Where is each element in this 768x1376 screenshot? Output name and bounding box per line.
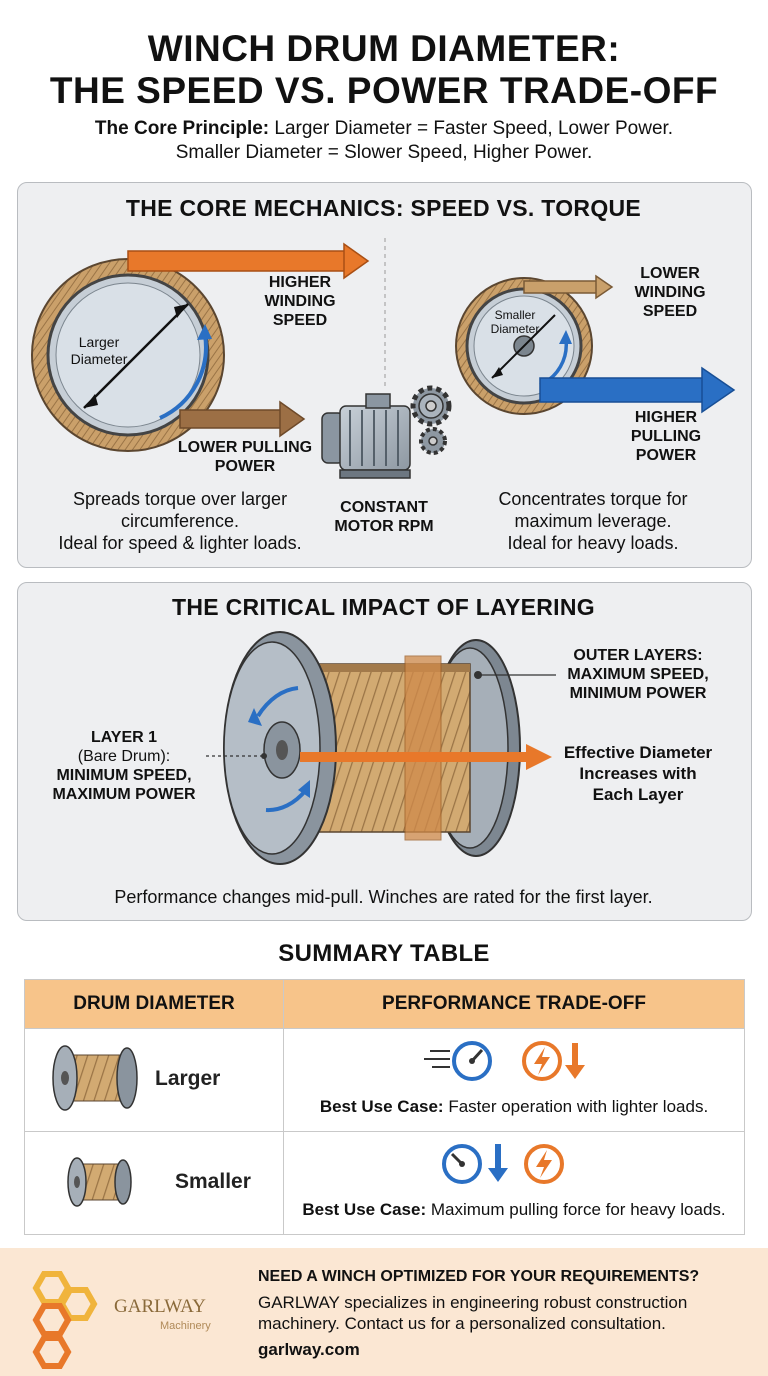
core-principle-label: The Core Principle: — [94, 118, 270, 139]
row-larger-tradeoff: Best Use Case: Faster operation with lig… — [283, 1028, 745, 1132]
large-desc-line2: circumference. — [120, 511, 240, 531]
core-principle-line1: The Core Principle: Larger Diameter = Fa… — [0, 117, 768, 141]
large-drum — [31, 258, 225, 452]
larger-use-text: Faster operation with lighter loads. — [443, 1097, 709, 1116]
table-row: Larger — [24, 1028, 745, 1132]
speedometer-icon — [452, 1041, 492, 1081]
layer1-line4: MAXIMUM POWER — [52, 786, 196, 803]
arrow-down-icon — [565, 1043, 585, 1079]
logo-name: GARLWAY — [114, 1296, 206, 1317]
outer-layers-label: OUTER LAYERS: MAXIMUM SPEED, MINIMUM POW… — [552, 646, 724, 703]
spool-drum — [223, 631, 521, 865]
gear-icon — [410, 385, 452, 455]
larger-label: Larger — [155, 1067, 221, 1090]
lower-winding-speed-label: LOWER WINDING SPEED — [634, 265, 706, 320]
small-desc-line1: Concentrates torque for — [498, 489, 688, 509]
footer-body-line1: GARLWAY specializes in engineering robus… — [258, 1293, 688, 1312]
large-drum-description: Spreads torque over larger circumference… — [30, 488, 330, 554]
row-smaller-tradeoff: Best Use Case: Maximum pulling force for… — [283, 1131, 745, 1235]
effective-line2: Increases with — [579, 764, 697, 783]
layering-title: THE CRITICAL IMPACT OF LAYERING — [172, 594, 595, 620]
larger-use-case: Best Use Case: Faster operation with lig… — [284, 1097, 744, 1117]
larger-diameter-label: Larger Diameter — [70, 334, 128, 367]
smaller-label: Smaller — [175, 1170, 251, 1193]
smaller-use-case: Best Use Case: Maximum pulling force for… — [284, 1200, 744, 1220]
higher-pulling-power-arrow — [539, 366, 736, 414]
layer1-line3: MINIMUM SPEED, — [56, 767, 192, 784]
table-header-row: DRUM DIAMETER PERFORMANCE TRADE-OFF — [24, 979, 745, 1029]
large-spool-icon — [52, 1045, 138, 1111]
layering-diagram — [206, 631, 556, 865]
small-drum-description: Concentrates torque for maximum leverage… — [462, 488, 724, 554]
larger-use-label: Best Use Case: — [319, 1097, 444, 1116]
row-larger-diameter: Larger — [24, 1028, 284, 1132]
motor-icon — [321, 393, 411, 479]
col-drum-diameter: DRUM DIAMETER — [24, 979, 284, 1029]
lower-winding-speed-arrow — [523, 274, 614, 300]
mechanics-diagram — [31, 238, 736, 479]
small-spool-icon — [67, 1157, 132, 1207]
higher-winding-speed-arrow — [127, 242, 370, 280]
layering-note: Performance changes mid-pull. Winches ar… — [114, 887, 653, 907]
lower-pulling-power-arrow — [179, 400, 306, 438]
summary-table: DRUM DIAMETER PERFORMANCE TRADE-OFF Larg… — [24, 979, 745, 1235]
outer-line3: MINIMUM POWER — [569, 685, 707, 702]
outer-line1: OUTER LAYERS: — [573, 647, 703, 664]
large-desc-line3: Ideal for speed & lighter loads. — [58, 533, 302, 553]
smaller-use-label: Best Use Case: — [302, 1200, 427, 1219]
logo-sub: Machinery — [160, 1320, 211, 1332]
larger-icons — [424, 1041, 585, 1081]
table-row: Smaller Best Use Case: Maximum — [24, 1131, 745, 1235]
footer-cta: NEED A WINCH OPTIMIZED FOR YOUR REQUIREM… — [258, 1268, 700, 1285]
effective-line1: Effective Diameter — [563, 743, 713, 762]
summary-title: SUMMARY TABLE — [278, 940, 490, 967]
speedometer-icon — [442, 1144, 482, 1184]
lightning-icon — [522, 1041, 562, 1081]
speed-lines-icon — [424, 1050, 450, 1068]
layer1-line1: LAYER 1 — [90, 729, 158, 746]
lightning-icon — [524, 1144, 564, 1184]
arrow-down-icon — [488, 1144, 508, 1182]
effective-line3: Each Layer — [592, 785, 684, 804]
effective-diameter-arrow — [300, 744, 552, 770]
core-principle-line2: Smaller Diameter = Slower Speed, Higher … — [175, 142, 593, 163]
core-principle-text: Larger Diameter = Faster Speed, Lower Po… — [269, 118, 674, 139]
lower-pulling-power-label: LOWER PULLING POWER — [177, 439, 313, 475]
small-desc-line2: maximum leverage. — [514, 511, 672, 531]
smaller-icons — [442, 1144, 564, 1184]
mechanics-title: THE CORE MECHANICS: SPEED VS. TORQUE — [125, 195, 642, 221]
page-title-line2: THE SPEED VS. POWER TRADE-OFF — [49, 70, 719, 111]
col-performance: PERFORMANCE TRADE-OFF — [283, 979, 745, 1029]
small-desc-line3: Ideal for heavy loads. — [507, 533, 679, 553]
large-desc-line1: Spreads torque over larger — [72, 489, 288, 509]
footer — [0, 1248, 768, 1376]
footer-body: GARLWAY specializes in engineering robus… — [258, 1292, 687, 1334]
higher-pulling-power-label: HIGHER PULLING POWER — [630, 409, 702, 464]
row-smaller-diameter: Smaller — [24, 1131, 284, 1235]
hexagon-logo-icon — [32, 1271, 98, 1369]
constant-motor-rpm-label: CONSTANT MOTOR RPM — [334, 499, 434, 535]
effective-diameter-label: Effective Diameter Increases with Each L… — [552, 742, 724, 805]
layer1-line2: (Bare Drum): — [77, 748, 171, 765]
higher-winding-speed-label: HIGHER WINDING SPEED — [264, 274, 336, 329]
outer-line2: MAXIMUM SPEED, — [567, 666, 709, 683]
smaller-diameter-label: Smaller Diameter — [490, 308, 540, 336]
smaller-use-text: Maximum pulling force for heavy loads. — [426, 1200, 726, 1219]
page-title-line1: WINCH DRUM DIAMETER: — [147, 28, 621, 69]
footer-url-link[interactable]: garlway.com — [258, 1340, 360, 1359]
layer1-label: LAYER 1 (Bare Drum): MINIMUM SPEED, MAXI… — [36, 728, 212, 804]
footer-body-line2: machinery. Contact us for a personalized… — [258, 1314, 666, 1333]
